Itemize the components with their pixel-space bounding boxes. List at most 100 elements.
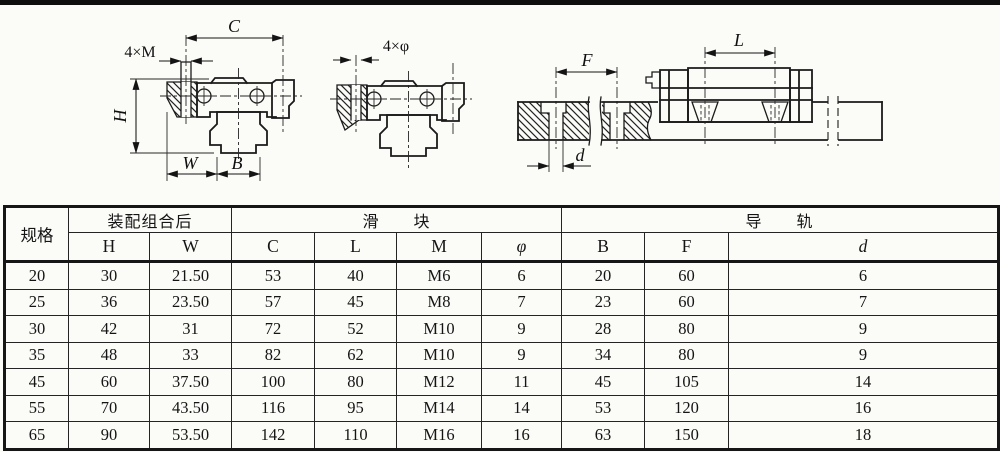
value-cell: 42	[68, 315, 150, 343]
value-cell: 52	[314, 315, 398, 343]
value-cell: 100	[231, 368, 316, 396]
dim-label-4xm: 4×M	[124, 44, 155, 61]
col-header-b: B	[561, 232, 646, 263]
value-cell: M12	[396, 368, 483, 396]
value-cell: 80	[314, 368, 398, 396]
value-cell: 63	[561, 421, 646, 450]
value-cell: 23.50	[148, 288, 233, 317]
value-cell: 45	[561, 368, 646, 396]
spec-cell: 35	[4, 341, 69, 370]
value-cell: 150	[644, 421, 730, 450]
value-cell: 31	[148, 315, 233, 343]
col-header-d: d	[728, 232, 1000, 263]
value-cell: 16	[481, 421, 563, 450]
technical-drawings: C 4×M H W B	[110, 16, 883, 181]
value-cell: 36	[68, 288, 150, 317]
spec-cell: 25	[4, 288, 69, 317]
dim-label-h: H	[110, 109, 130, 124]
value-cell: 62	[314, 341, 398, 370]
spec-header: 规格	[4, 206, 69, 263]
value-cell: 95	[314, 394, 398, 423]
value-cell: 110	[314, 421, 398, 450]
value-cell: 37.50	[148, 368, 233, 396]
col-header-m: M	[396, 232, 483, 263]
value-cell: 23	[561, 288, 646, 317]
scan-edge-bar	[0, 0, 1000, 5]
value-cell: 82	[231, 341, 316, 370]
value-cell: 142	[231, 421, 316, 450]
value-cell: 80	[644, 315, 730, 343]
value-cell: 9	[481, 315, 563, 343]
col-header-h: H	[68, 232, 150, 263]
dim-label-4xphi: 4×φ	[383, 38, 409, 55]
value-cell: 16	[728, 394, 1000, 423]
value-cell: M6	[396, 261, 483, 290]
value-cell: 60	[644, 288, 730, 317]
dim-label-c: C	[228, 16, 241, 36]
value-cell: 43.50	[148, 394, 233, 423]
spec-cell: 45	[4, 368, 69, 396]
group-header-slider: 滑 块	[231, 206, 563, 233]
spec-cell: 30	[4, 315, 69, 343]
group-header-row: 规格 装配组合后 滑 块 导 轨	[4, 206, 1000, 263]
value-cell: 60	[644, 261, 730, 290]
value-cell: M8	[396, 288, 483, 317]
value-cell: 53	[231, 261, 316, 290]
value-cell: 33	[148, 341, 233, 370]
value-cell: 7	[728, 288, 1000, 317]
value-cell: 9	[728, 341, 1000, 370]
spec-cell: 55	[4, 394, 69, 423]
value-cell: 116	[231, 394, 316, 423]
dim-label-b: B	[232, 153, 243, 173]
group-header-rail: 导 轨	[561, 206, 1000, 233]
spec-cell: 20	[4, 261, 69, 290]
group-header-assembly: 装配组合后	[67, 206, 233, 233]
dim-label-l: L	[733, 30, 744, 50]
dim-label-f: F	[581, 50, 594, 70]
value-cell: M10	[396, 315, 483, 343]
col-header-c: C	[231, 232, 316, 263]
freehand-break-line	[646, 101, 652, 141]
value-cell: 70	[68, 394, 150, 423]
value-cell: 18	[728, 421, 1000, 450]
front-section-drawing: C 4×M H W B	[110, 16, 302, 181]
value-cell: 40	[314, 261, 398, 290]
col-header-l: L	[314, 232, 398, 263]
value-cell: 90	[68, 421, 150, 450]
value-cell: 48	[68, 341, 150, 370]
col-header-phi: φ	[481, 232, 563, 263]
value-cell: 11	[481, 368, 563, 396]
value-cell: 9	[728, 315, 1000, 343]
value-cell: 6	[728, 261, 1000, 290]
value-cell: 105	[644, 368, 730, 396]
value-cell: 28	[561, 315, 646, 343]
value-cell: 9	[481, 341, 563, 370]
value-cell: 7	[481, 288, 563, 317]
dim-label-w: W	[183, 153, 200, 173]
value-cell: 21.50	[148, 261, 233, 290]
grease-nipple	[645, 71, 661, 89]
value-cell: 60	[68, 368, 150, 396]
value-cell: 53	[561, 394, 646, 423]
value-cell: 45	[314, 288, 398, 317]
col-header-f: F	[644, 232, 730, 263]
dim-label-d: d	[576, 145, 586, 165]
spec-cell: 65	[4, 421, 69, 450]
value-cell: 30	[68, 261, 150, 290]
break-lines-right	[827, 96, 839, 146]
value-cell: 20	[561, 261, 646, 290]
value-cell: M14	[396, 394, 483, 423]
value-cell: 80	[644, 341, 730, 370]
hole-section-drawing: 4×φ	[330, 38, 472, 169]
side-view-drawing: F L d	[517, 30, 883, 172]
